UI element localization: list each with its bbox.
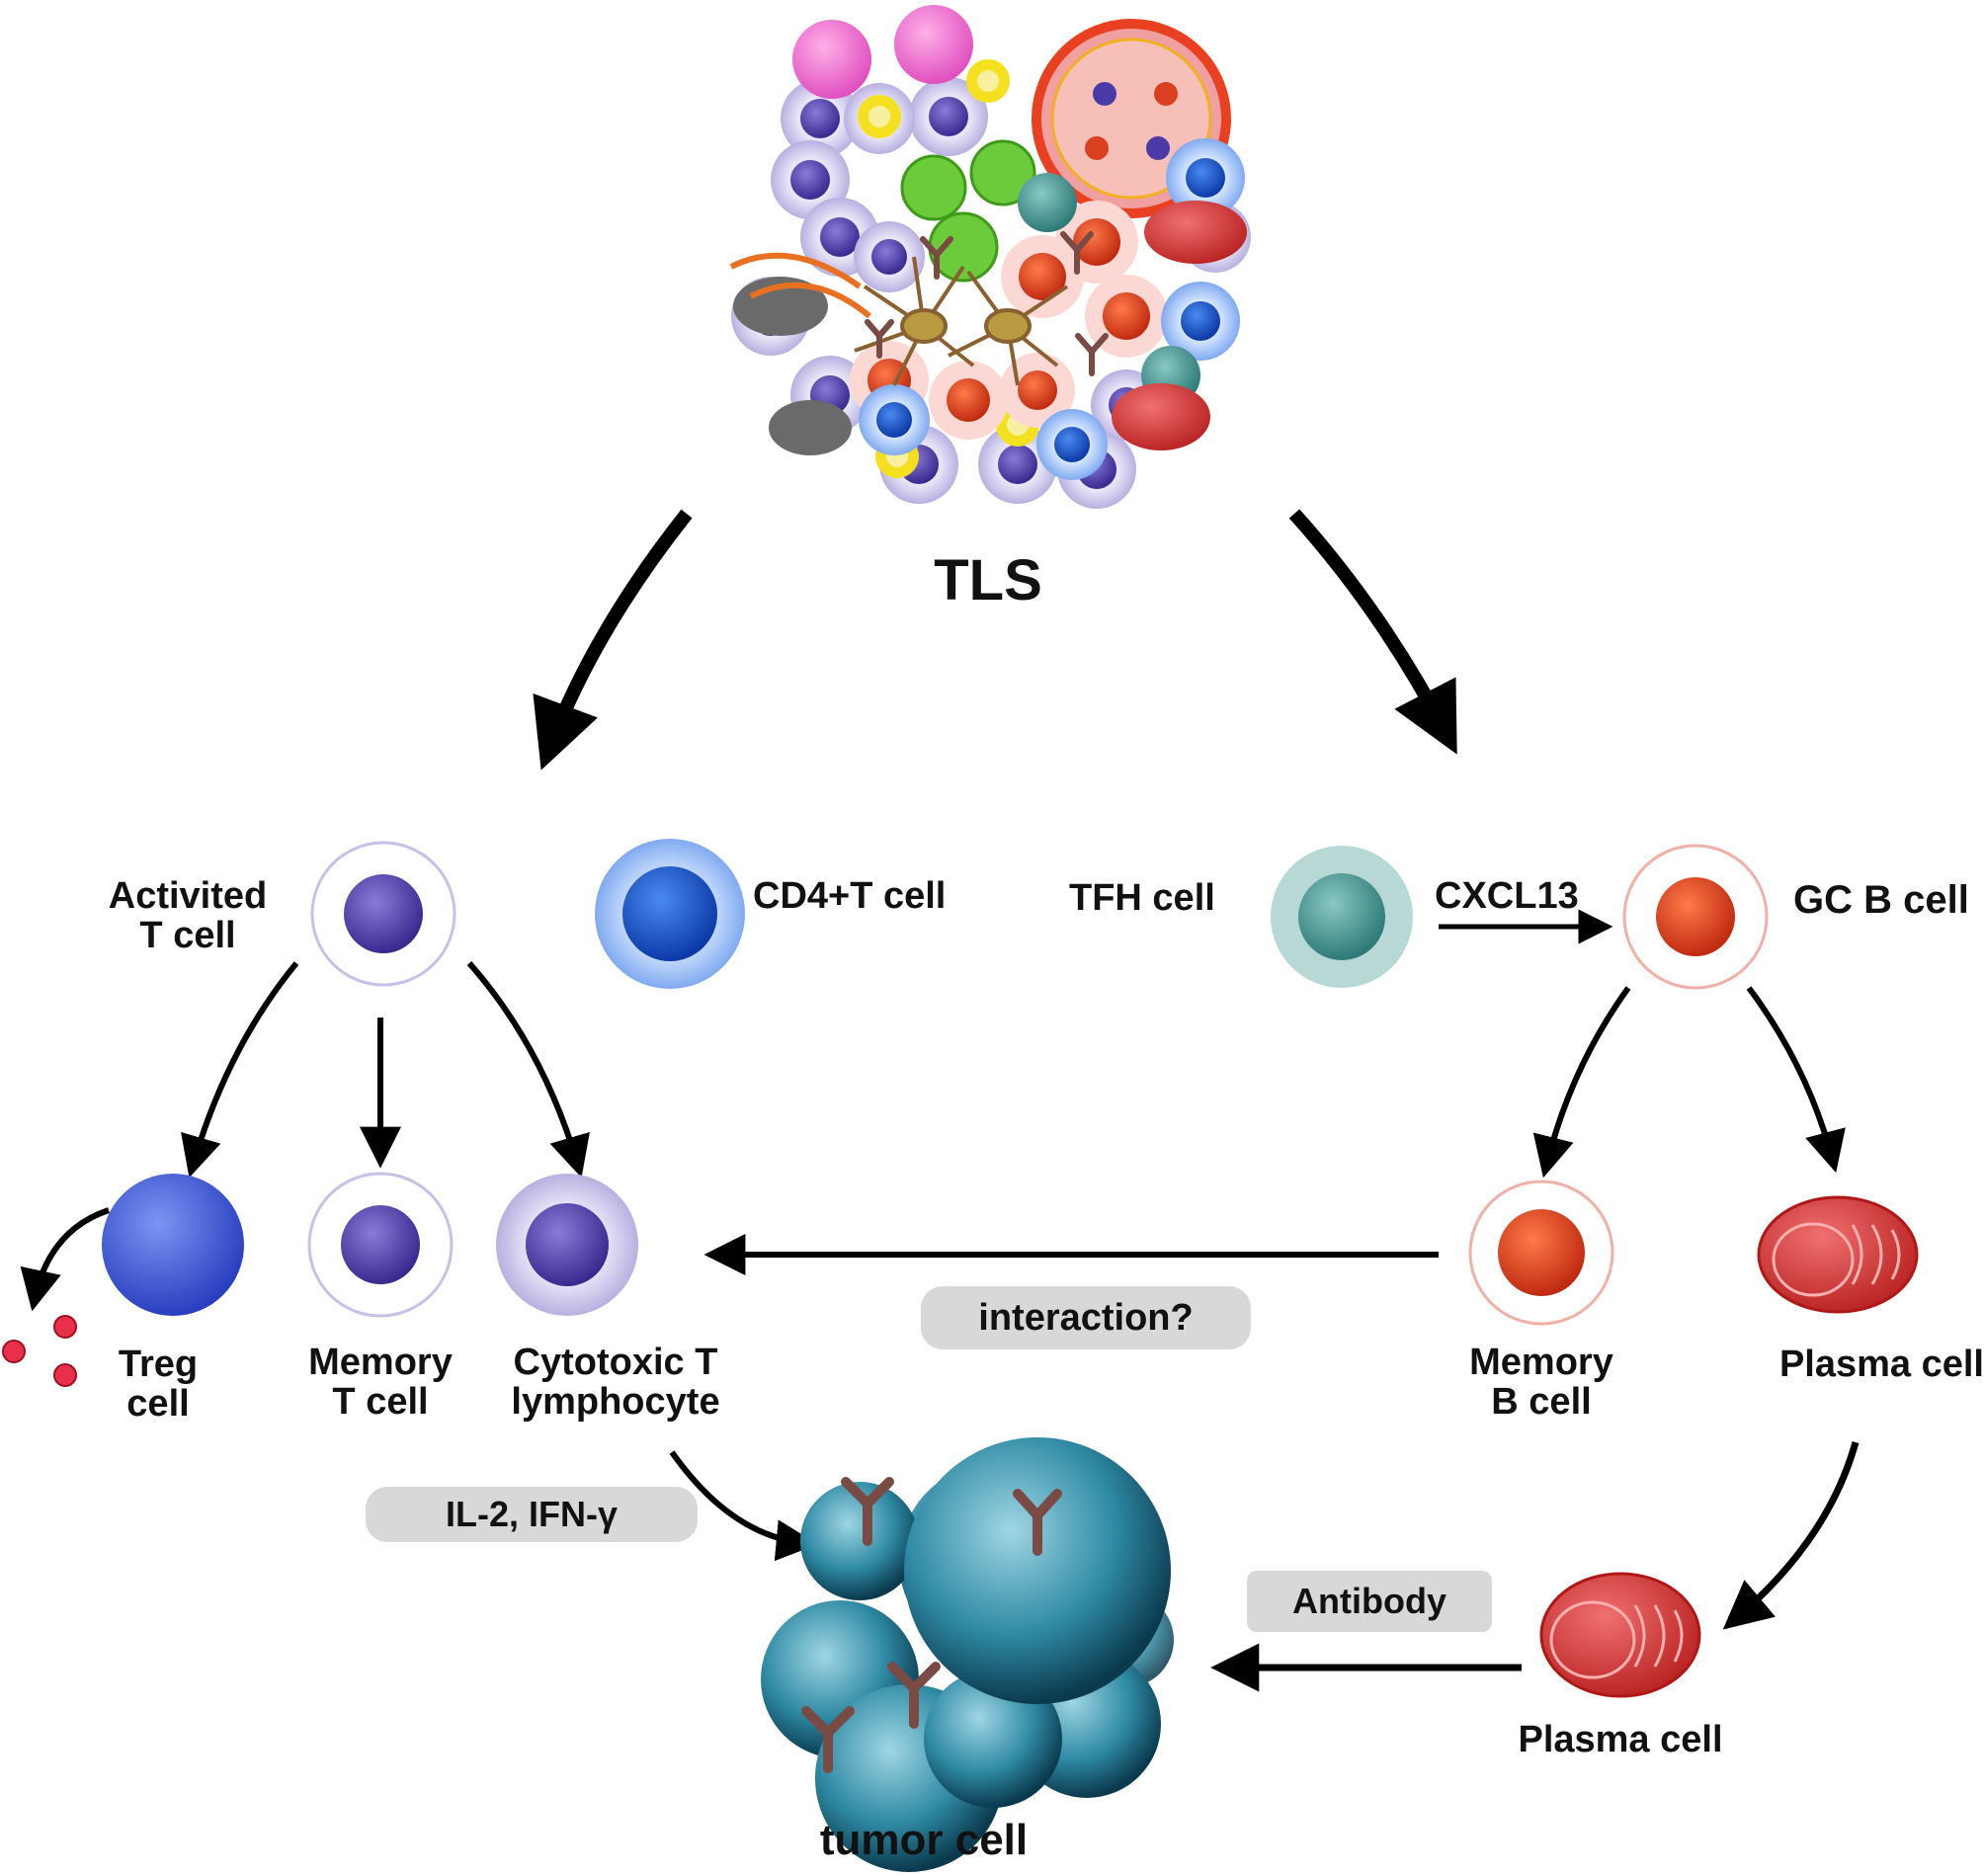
tls-grey-cell	[769, 400, 852, 455]
tls-title: TLS	[934, 548, 1042, 612]
tls-to-b-branch-arrow	[1288, 509, 1457, 755]
gc-to-plasma-arrow	[1746, 986, 1846, 1174]
gc-b-cell	[1622, 844, 1769, 990]
tls-b-cells	[850, 201, 1168, 440]
plasma-to-plasma-arrow	[1722, 1441, 1860, 1630]
activated-to-ctl-arrow	[466, 961, 590, 1179]
cytotoxic-t-lymphocyte-label: Cytotoxic T lymphocyte	[511, 1342, 720, 1423]
tls-plasma-cell	[1144, 201, 1247, 264]
tls-plasma-cell	[1112, 383, 1210, 450]
tls-teal-cell	[1018, 173, 1077, 232]
gc-to-memory-b-arrow	[1532, 986, 1631, 1179]
treg-secretion-arrow	[20, 1207, 110, 1312]
cxcl13-label: CXCL13	[1435, 875, 1579, 917]
tls-stromal-cell	[729, 252, 871, 319]
plasma-cell-upper	[1757, 1195, 1919, 1314]
tls-antibodies	[865, 231, 1109, 376]
plasma-cell-lower-label: Plasma cell	[1518, 1719, 1723, 1760]
treg-cell-label: Treg cell	[118, 1344, 199, 1425]
ctl-to-tumor-arrow	[669, 1450, 818, 1562]
tfh-cell	[1271, 846, 1413, 988]
activated-to-treg-arrow	[181, 961, 299, 1179]
cd4-t-cell	[595, 839, 745, 989]
tls-green-cells	[900, 139, 1036, 283]
tfh-cell-label: TFH cell	[1069, 877, 1215, 919]
antibody-badge: Antibody	[1247, 1571, 1492, 1632]
tls-blue-cells	[859, 138, 1245, 480]
treg-cell	[102, 1174, 244, 1316]
tumor-cell-label: tumor cell	[819, 1816, 1029, 1864]
tumor-cell-cluster	[761, 1437, 1174, 1872]
activated-t-cell	[310, 841, 456, 987]
cytokines-badge: IL-2, IFN-γ	[366, 1487, 698, 1542]
memory-b-cell	[1468, 1180, 1614, 1326]
interaction-badge: interaction?	[921, 1286, 1251, 1349]
tls-cluster	[729, 5, 1251, 509]
memory-t-cell	[307, 1172, 454, 1318]
activated-t-cell-label: Activited T cell	[108, 875, 268, 956]
plasma-cell-lower	[1539, 1572, 1701, 1698]
secreted-particles	[2, 1315, 77, 1387]
cd4-t-cell-label: CD4+T cell	[753, 875, 947, 917]
tls-dendritic-cells	[854, 256, 1069, 386]
tls-pink-cell	[792, 20, 871, 99]
memory-t-cell-label: Memory T cell	[308, 1342, 453, 1423]
gc-b-cell-label: GC B cell	[1793, 878, 1969, 922]
cytotoxic-t-lymphocyte	[496, 1174, 638, 1316]
memory-b-cell-label: Memory B cell	[1469, 1342, 1613, 1423]
tls-vessel	[1032, 19, 1231, 218]
plasma-cell-upper-label: Plasma cell	[1778, 1344, 1984, 1385]
tumor-antibodies	[801, 1477, 1062, 1773]
tls-to-t-branch-arrow	[533, 509, 693, 771]
tls-pink-cell	[894, 5, 973, 84]
